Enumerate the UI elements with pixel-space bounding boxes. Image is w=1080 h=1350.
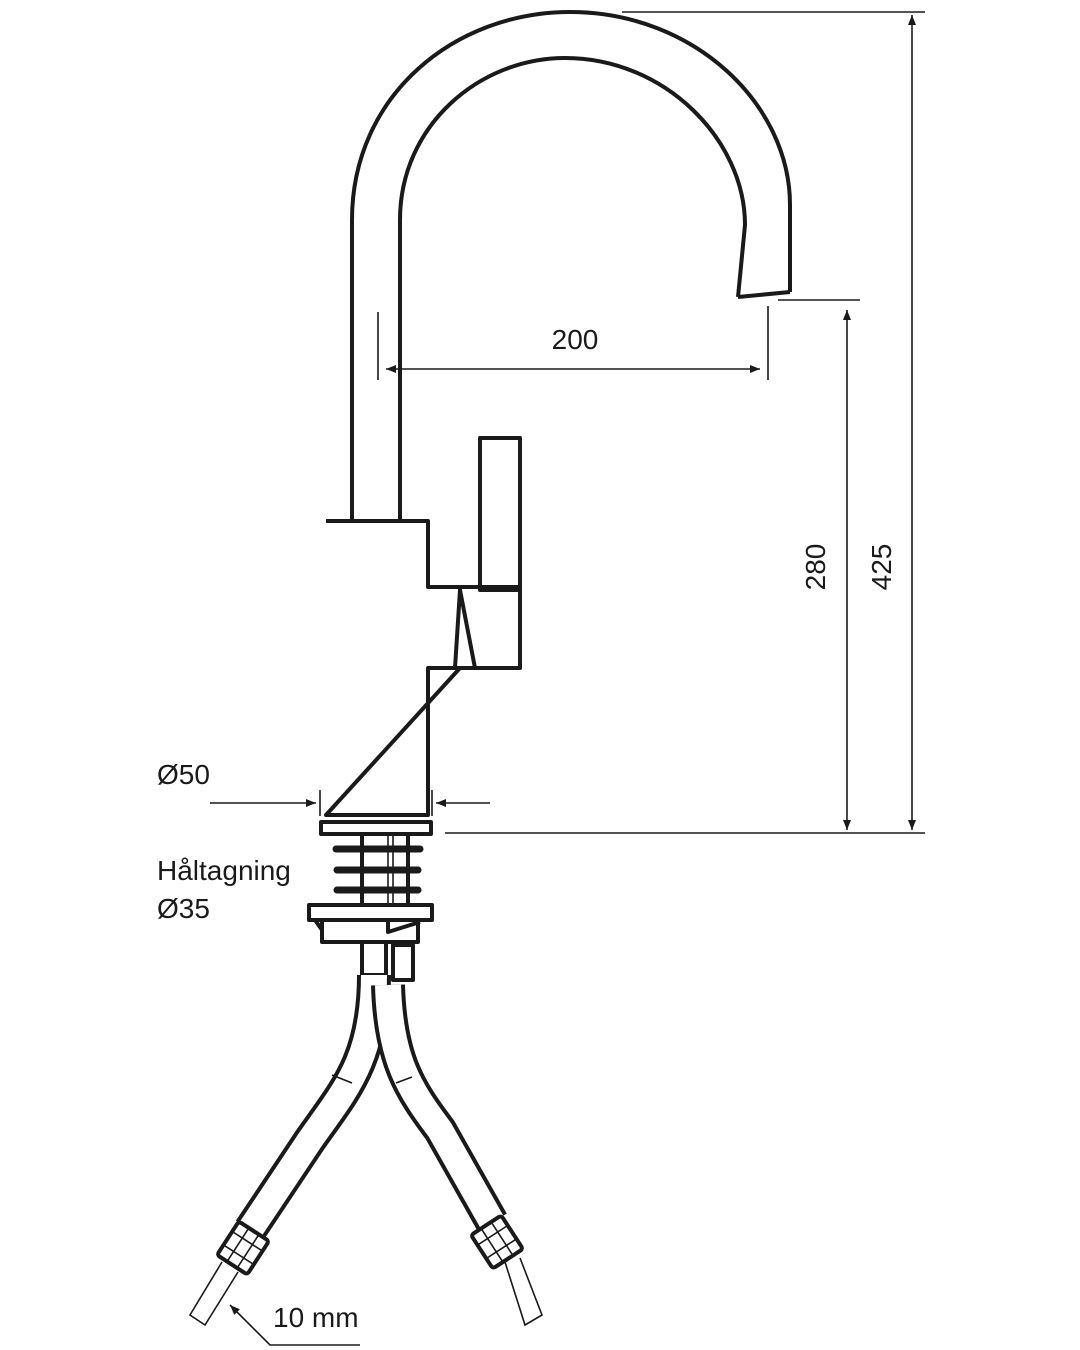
hole-diameter-label: Ø35 xyxy=(157,893,210,924)
base-diameter-label: Ø50 xyxy=(157,759,210,790)
dimension-lines xyxy=(210,11,925,1346)
total-height-label: 425 xyxy=(866,544,897,591)
connector-nut xyxy=(391,943,415,982)
reach-label: 200 xyxy=(552,324,599,355)
hoses xyxy=(188,974,543,1327)
mounting-kit xyxy=(307,820,434,982)
hole-label: Håltagning xyxy=(157,855,291,886)
hose-fitting-left xyxy=(216,1220,270,1276)
hose-diameter-label: 10 mm xyxy=(273,1302,359,1333)
faucet-body xyxy=(324,436,522,817)
lever-handle xyxy=(478,436,522,592)
hose-fitting-right xyxy=(470,1214,524,1270)
spout xyxy=(350,10,792,521)
spout-height-label: 280 xyxy=(800,544,831,591)
